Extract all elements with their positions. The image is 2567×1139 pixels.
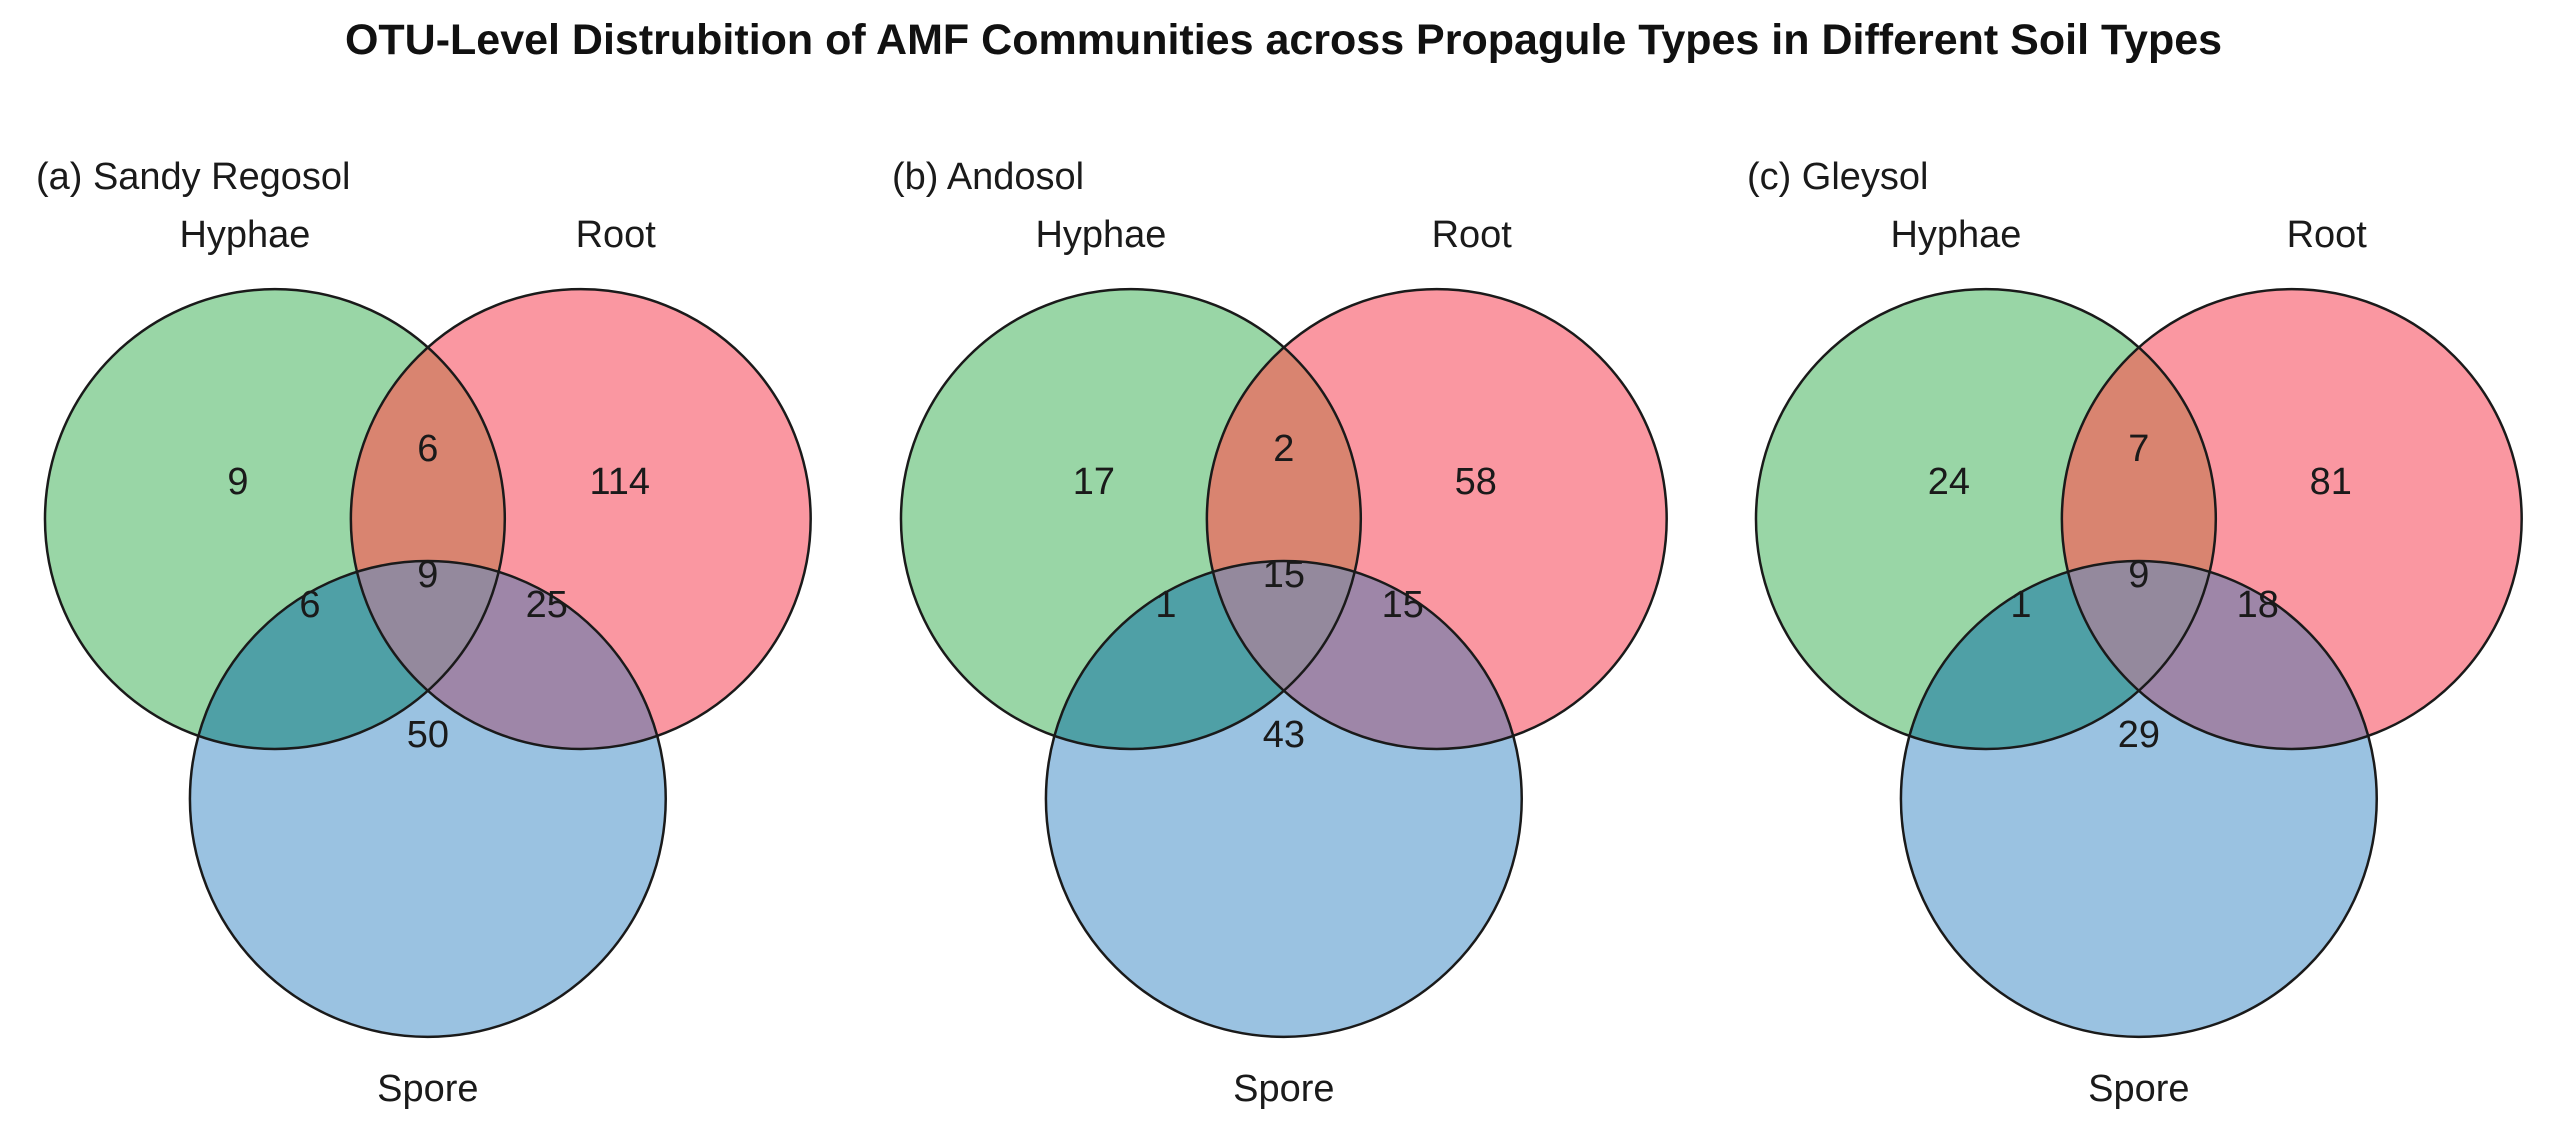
hyphae-spore-overlap-region	[1045, 561, 1361, 749]
panel-label: (c) Gleysol	[1747, 156, 1928, 198]
spore-circle-outline	[188, 559, 667, 1039]
panel-sandy-regosol: (a) Sandy Regosol Hyphae Root 9 114 6 9 …	[0, 139, 856, 1139]
panel-label: (a) Sandy Regosol	[36, 156, 350, 198]
count-hyphae-root: 2	[1273, 428, 1294, 470]
count-hyphae-root: 6	[417, 428, 438, 470]
spore-circle-outline	[1899, 559, 2379, 1039]
set-label-root: Root	[1431, 214, 1512, 256]
count-hyphae-only: 17	[1072, 461, 1114, 503]
hyphae-circle-outline	[43, 287, 507, 751]
hyphae-circle-outline	[899, 287, 1362, 751]
set-label-spore: Spore	[2088, 1068, 2189, 1110]
count-spore-only: 43	[1262, 714, 1304, 756]
set-label-root: Root	[2287, 214, 2368, 256]
count-triple: 9	[417, 554, 438, 596]
root-circle-outline	[1205, 287, 1668, 751]
venn-diagram-andosol: (b) Andosol Hyphae Root 17 58 2 15 1 15 …	[892, 156, 1668, 1110]
count-hyphae-spore: 6	[299, 584, 320, 626]
venn-diagram-gleysol: (c) Gleysol Hyphae Root 24 81 7 9 1 18 2…	[1747, 156, 2524, 1110]
root-spore-overlap-region	[2062, 561, 2378, 749]
count-hyphae-only: 9	[227, 461, 248, 503]
set-label-spore: Spore	[1233, 1068, 1334, 1110]
hyphae-circle-outline	[1755, 287, 2218, 751]
root-spore-overlap-region	[350, 561, 666, 749]
count-spore-only: 29	[2118, 714, 2160, 756]
set-label-hyphae: Hyphae	[1035, 214, 1166, 256]
count-hyphae-root: 7	[2129, 428, 2150, 470]
venn-panels-row: (a) Sandy Regosol Hyphae Root 9 114 6 9 …	[0, 139, 2567, 1139]
venn-diagram-sandy-regosol: (a) Sandy Regosol Hyphae Root 9 114 6 9 …	[36, 156, 812, 1110]
hyphae-spore-overlap-region	[189, 561, 505, 749]
set-label-hyphae: Hyphae	[1891, 214, 2022, 256]
count-root-spore: 25	[526, 584, 568, 626]
count-hyphae-spore: 1	[2011, 584, 2032, 626]
count-root-spore: 18	[2237, 584, 2279, 626]
panel-andosol: (b) Andosol Hyphae Root 17 58 2 15 1 15 …	[856, 139, 1712, 1139]
panel-label: (b) Andosol	[892, 156, 1084, 198]
spore-circle-outline	[1044, 559, 1523, 1039]
count-root-spore: 15	[1381, 584, 1423, 626]
count-root-only: 58	[1454, 461, 1496, 503]
set-label-root: Root	[576, 214, 657, 256]
set-label-spore: Spore	[377, 1068, 478, 1110]
count-hyphae-only: 24	[1928, 461, 1970, 503]
root-circle-outline	[2060, 287, 2524, 751]
root-circle-outline	[349, 287, 812, 751]
root-spore-overlap-region	[1206, 561, 1522, 749]
hyphae-spore-overlap-region	[1901, 561, 2217, 749]
count-triple: 9	[2129, 554, 2150, 596]
count-triple: 15	[1262, 554, 1304, 596]
count-root-only: 114	[589, 461, 650, 503]
count-spore-only: 50	[407, 714, 449, 756]
count-hyphae-spore: 1	[1155, 584, 1176, 626]
panel-gleysol: (c) Gleysol Hyphae Root 24 81 7 9 1 18 2…	[1711, 139, 2567, 1139]
set-label-hyphae: Hyphae	[179, 214, 310, 256]
count-root-only: 81	[2310, 461, 2352, 503]
figure-title: OTU-Level Distrubition of AMF Communitie…	[344, 16, 2223, 64]
